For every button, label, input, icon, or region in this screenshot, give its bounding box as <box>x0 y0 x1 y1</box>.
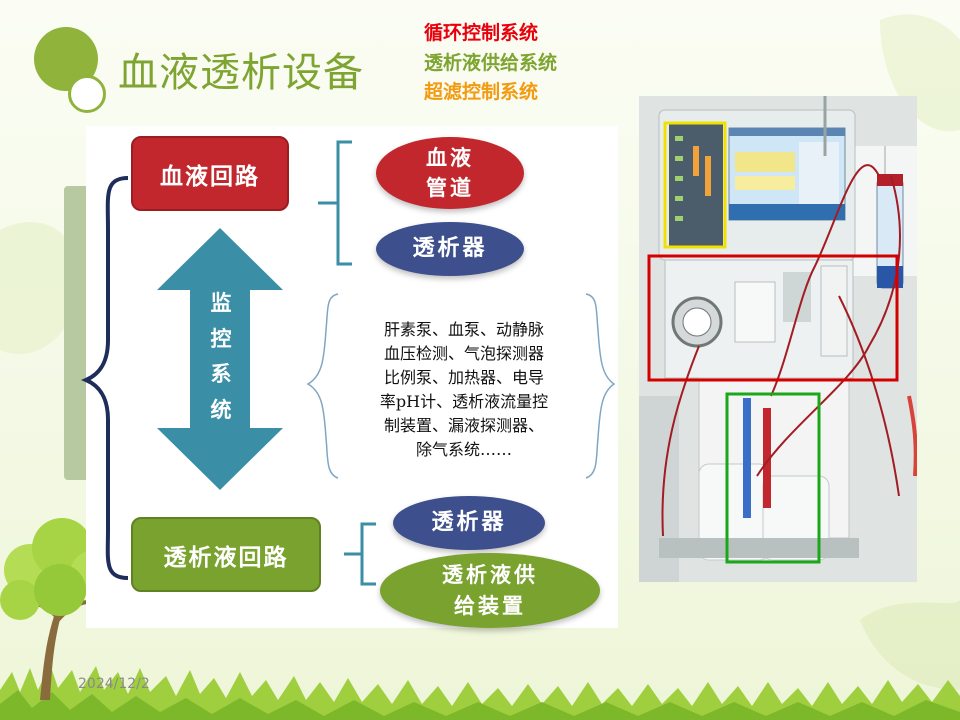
slide-date: 2024/12/2 <box>78 676 150 692</box>
monitor-char: 系 <box>210 362 232 387</box>
dialysate-supply-line-1: 透析液供 <box>442 563 538 588</box>
blood-circuit-box: 血液回路 <box>131 136 289 211</box>
legend-ultrafiltration-control: 超滤控制系统 <box>424 81 539 103</box>
grass-decoration <box>0 664 960 720</box>
left-brace <box>80 176 129 580</box>
title-decoration-ring <box>68 75 106 113</box>
blood-circuit-bracket <box>336 140 352 266</box>
dialysate-supply-line-2: 给装置 <box>454 593 526 618</box>
dialysate-circuit-box: 透析液回路 <box>131 517 321 592</box>
dialyzer-oval-bottom: 透析器 <box>393 496 545 550</box>
monitor-char: 监 <box>210 291 232 315</box>
components-brace-left <box>306 293 339 479</box>
components-line: 比例泵、加热器、电导 <box>383 368 544 387</box>
components-brace-right <box>585 293 616 479</box>
components-line: 率pH计、透析液流量控 <box>379 392 549 411</box>
components-line: 血压检测、气泡探测器 <box>383 344 544 363</box>
monitor-char: 统 <box>210 398 232 423</box>
blood-tubing-line-1: 血液 <box>426 145 474 170</box>
supply-section-highlight <box>725 392 821 564</box>
components-line: 除气系统…… <box>415 440 512 459</box>
legend-dialysate-supply: 透析液供给系统 <box>424 52 558 74</box>
page-title: 血液透析设备 <box>118 50 364 96</box>
legend-circulation-control: 循环控制系统 <box>424 22 539 44</box>
components-line: 肝素泵、血泵、动静脉 <box>383 320 544 339</box>
monitor-char: 控 <box>210 326 232 351</box>
blood-tubing-oval: 血液 管道 <box>376 137 524 209</box>
dialysate-circuit-bracket <box>360 522 376 586</box>
blood-tubing-line-2: 管道 <box>426 176 474 200</box>
dialysate-supply-oval: 透析液供 给装置 <box>380 553 600 628</box>
monitor-double-arrow <box>157 228 283 490</box>
dialyzer-oval-top: 透析器 <box>376 222 524 276</box>
monitor-components-text: 肝素泵、血泵、动静脉 血压检测、气泡探测器 比例泵、加热器、电导 率pH计、透析… <box>336 318 592 462</box>
dialysis-machine-photo <box>639 96 917 582</box>
dialysis-machine-illustration <box>639 96 917 582</box>
circulation-section-highlight <box>647 254 899 382</box>
components-line: 制装置、漏液探测器、 <box>383 416 544 435</box>
monitor-system-label: 监 控 系 统 <box>196 286 246 429</box>
control-panel-highlight <box>663 121 727 249</box>
